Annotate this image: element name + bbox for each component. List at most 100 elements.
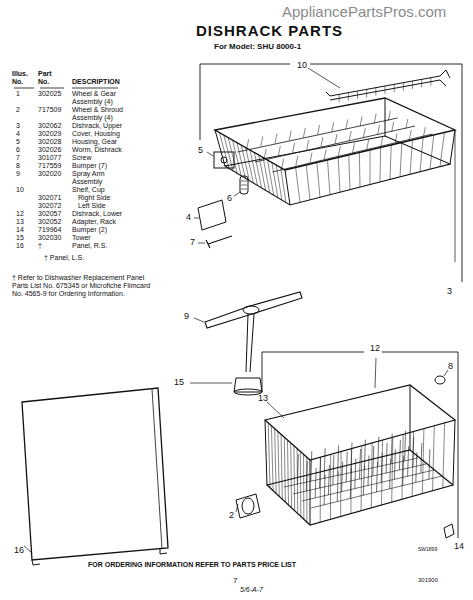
- part-number: 302029: [38, 130, 61, 138]
- wire-stroke: [271, 426, 273, 491]
- illus-number: 2: [16, 106, 20, 114]
- illus-number: 4: [16, 130, 20, 138]
- wire-stroke: [363, 128, 365, 138]
- wire-stroke: [290, 443, 292, 508]
- wire-stroke: [310, 153, 312, 163]
- part-number: 302025: [38, 90, 61, 98]
- wire-stroke: [264, 149, 266, 159]
- wire-stroke: [321, 137, 323, 147]
- wire-stroke: [246, 148, 254, 184]
- wire-stroke: [405, 431, 406, 461]
- part-description: Housing, Gear: [72, 138, 132, 146]
- wire-stroke: [351, 443, 352, 473]
- wire-stroke: [357, 91, 358, 99]
- wire-stroke: [421, 79, 422, 87]
- wire-stroke: [324, 149, 326, 159]
- wire-stroke: [330, 454, 331, 519]
- wire-stroke: [433, 426, 435, 491]
- callout-number: 4: [186, 212, 191, 222]
- part-description: Worm, Dishrack: [72, 146, 132, 154]
- wire-stroke: [406, 119, 408, 129]
- illus-number: 13: [16, 218, 24, 226]
- wire-stroke: [293, 446, 295, 511]
- wire-stroke: [328, 160, 331, 195]
- wire-stroke: [332, 122, 334, 132]
- wire-stroke: [293, 143, 295, 153]
- wire-stroke: [338, 146, 340, 156]
- illus-number: 14: [16, 226, 24, 234]
- wire-stroke: [420, 138, 423, 172]
- illus-number: 7: [16, 154, 20, 162]
- wire-stroke: [335, 134, 337, 144]
- wire-stroke: [268, 423, 270, 488]
- footnote: † Refer to Dishwasher Replacement Panel …: [12, 274, 162, 298]
- wire-stroke: [422, 429, 424, 494]
- wire-stroke: [275, 134, 277, 144]
- part-description: Panel, R.S.: [72, 242, 132, 250]
- table-header: Part No.: [38, 70, 64, 86]
- wire-stroke: [370, 150, 371, 185]
- part-description: Tower: [72, 234, 132, 242]
- wire-stroke: [359, 153, 361, 188]
- callout-number: 15: [174, 377, 184, 387]
- wire-stroke: [355, 459, 356, 489]
- wire-stroke: [408, 446, 409, 476]
- wire-stroke: [273, 134, 433, 172]
- wire-stroke: [288, 440, 289, 505]
- wire-stroke: [394, 84, 395, 92]
- wire-stroke: [395, 134, 397, 144]
- wire-stroke: [303, 128, 305, 138]
- wire-stroke: [350, 468, 351, 498]
- wire-stroke: [353, 143, 355, 153]
- wire-stroke: [320, 457, 321, 522]
- wire-stroke: [346, 119, 348, 129]
- drawing-number: SW1899: [418, 547, 437, 553]
- callout-number: 8: [448, 361, 453, 371]
- wire-stroke: [386, 443, 387, 473]
- wire-stroke: [317, 163, 320, 198]
- wire-stroke: [318, 125, 320, 135]
- wire-stroke: [403, 83, 404, 91]
- part-description: † Panel, L.S.: [44, 254, 84, 262]
- part-description: Cover, Housing: [72, 130, 132, 138]
- wire-stroke: [254, 153, 261, 188]
- part-number: 719964: [38, 226, 61, 234]
- wire-stroke: [409, 130, 411, 140]
- wire-stroke: [250, 150, 258, 186]
- wire-stroke: [423, 127, 425, 137]
- wire-stroke: [268, 160, 274, 195]
- wire-stroke: [380, 148, 382, 182]
- wire-stroke: [306, 165, 310, 200]
- wire-stroke: [348, 93, 349, 101]
- wire-stroke: [289, 131, 291, 141]
- part-description: Adapter, Rack: [72, 218, 132, 226]
- wire-stroke: [360, 117, 362, 127]
- wire-stroke: [311, 451, 312, 481]
- wire-stroke: [300, 451, 301, 516]
- model-number: For Model: SHU 8000-1: [214, 42, 301, 51]
- wire-stroke: [374, 114, 376, 124]
- part-number: 302030: [38, 234, 61, 242]
- wire-stroke: [390, 145, 391, 179]
- illus-number: 9: [16, 170, 20, 178]
- wire-stroke: [391, 434, 392, 464]
- wire-stroke: [403, 456, 404, 486]
- wire-stroke: [363, 465, 364, 495]
- wire-stroke: [337, 472, 338, 502]
- wire-stroke: [282, 159, 284, 169]
- wire-stroke: [430, 78, 431, 86]
- wire-stroke: [306, 457, 307, 522]
- wire-stroke: [375, 88, 376, 96]
- illus-number: 5: [16, 138, 20, 146]
- wire-stroke: [443, 423, 445, 488]
- wire-stroke: [402, 434, 403, 499]
- wire-stroke: [297, 449, 299, 514]
- callout-number: 13: [258, 393, 268, 403]
- callout-number: 12: [370, 343, 380, 353]
- wire-stroke: [399, 440, 400, 470]
- wire-stroke: [382, 440, 383, 505]
- part-number: 302062: [38, 122, 61, 130]
- part-number: 717509: [38, 106, 61, 114]
